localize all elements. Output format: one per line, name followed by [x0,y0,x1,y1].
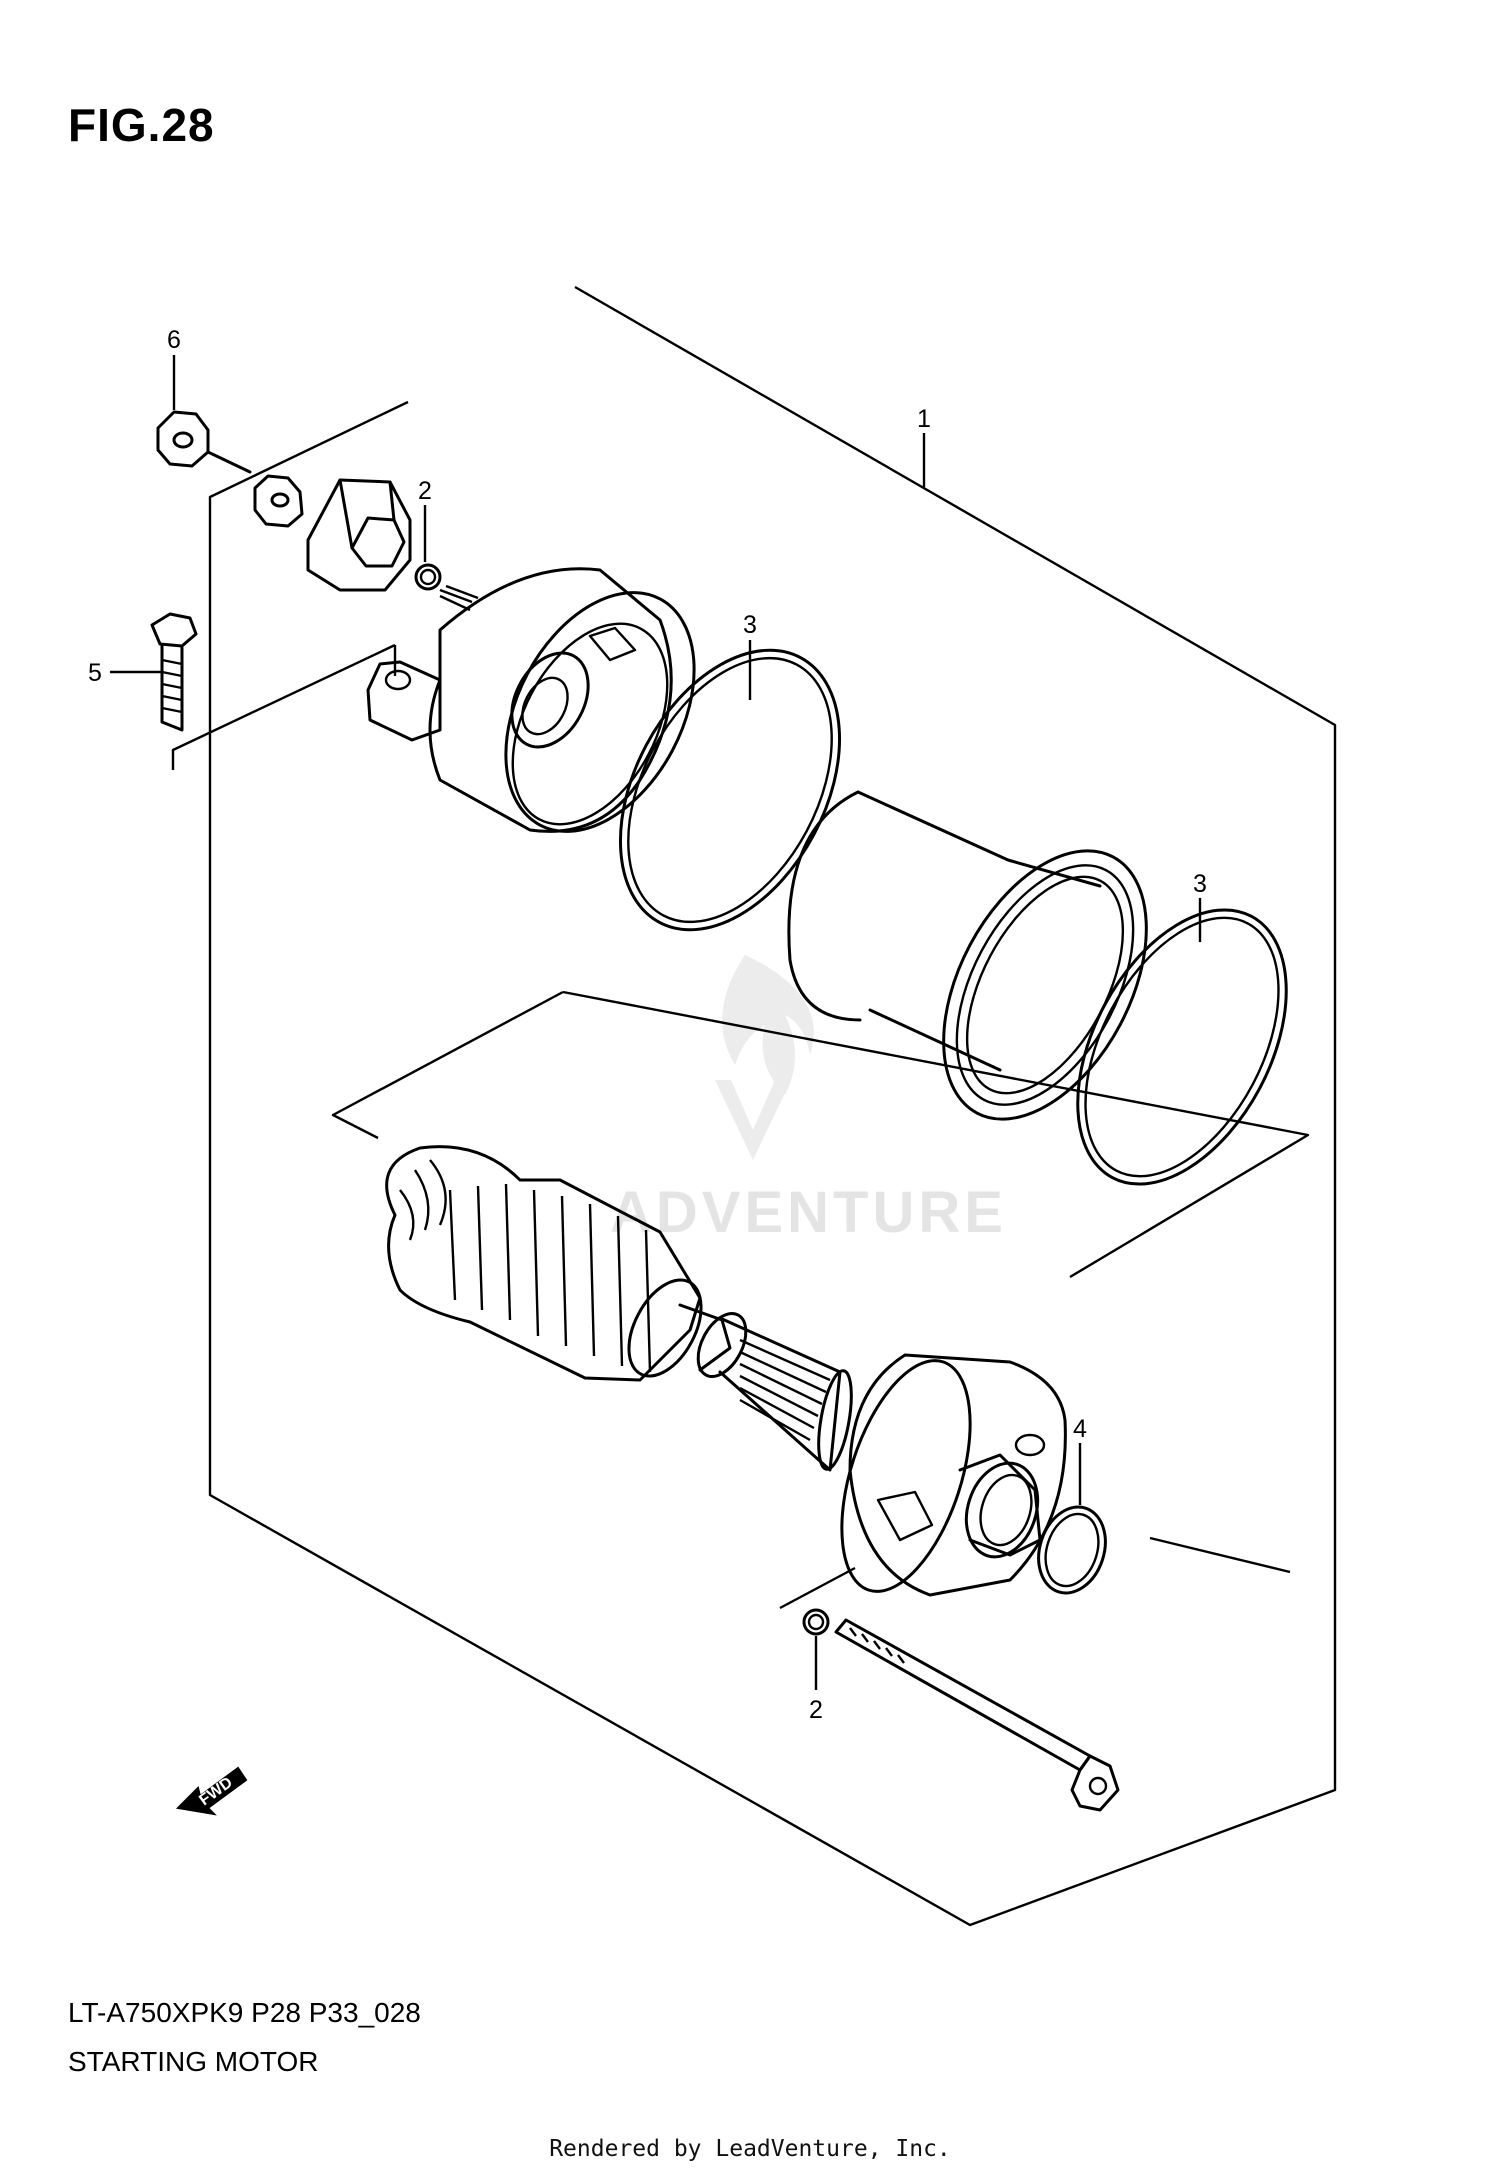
callout-2-upper: 2 [418,477,432,505]
armature [385,1145,853,1472]
figure-caption: STARTING MOTOR [68,2046,319,2077]
fwd-arrow: FWD [175,1766,248,1816]
credit-line: Rendered by LeadVenture, Inc. [549,2136,951,2162]
leader-lines [110,355,1202,1690]
watermark: ADVENTURE [610,955,1007,1245]
o-ring-2-upper [414,563,442,591]
callout-3-rear: 3 [1193,870,1207,898]
callout-5: 5 [88,659,102,687]
rear-housing [840,1353,1067,1597]
o-ring-3-front [618,648,842,932]
through-bolt [834,1618,1120,1812]
callout-3-front: 3 [743,611,757,639]
model-code: LT-A750XPK9 P28 P33_028 [68,1997,421,2028]
assembly-outline [208,285,1337,1927]
figure-title: FIG.28 [68,99,215,151]
callout-2-lower: 2 [809,1696,823,1724]
nut-6 [156,410,252,474]
terminal-nut [253,474,304,528]
callout-6: 6 [167,326,181,354]
bolt-leader-bracket [171,643,397,770]
through-bolt-leader [779,1536,1291,1610]
armature-group-outline [331,990,1310,1279]
callout-1: 1 [917,405,931,433]
yoke [787,790,1148,1121]
front-housing [366,567,696,833]
watermark-text: ADVENTURE [610,1180,1007,1245]
callout-4: 4 [1073,1415,1087,1443]
bolt-5 [150,612,198,732]
o-ring-4 [1037,1505,1107,1595]
o-ring-2-lower [802,1608,830,1636]
terminal-cap [306,478,412,592]
o-ring-3-rear [1076,908,1288,1186]
